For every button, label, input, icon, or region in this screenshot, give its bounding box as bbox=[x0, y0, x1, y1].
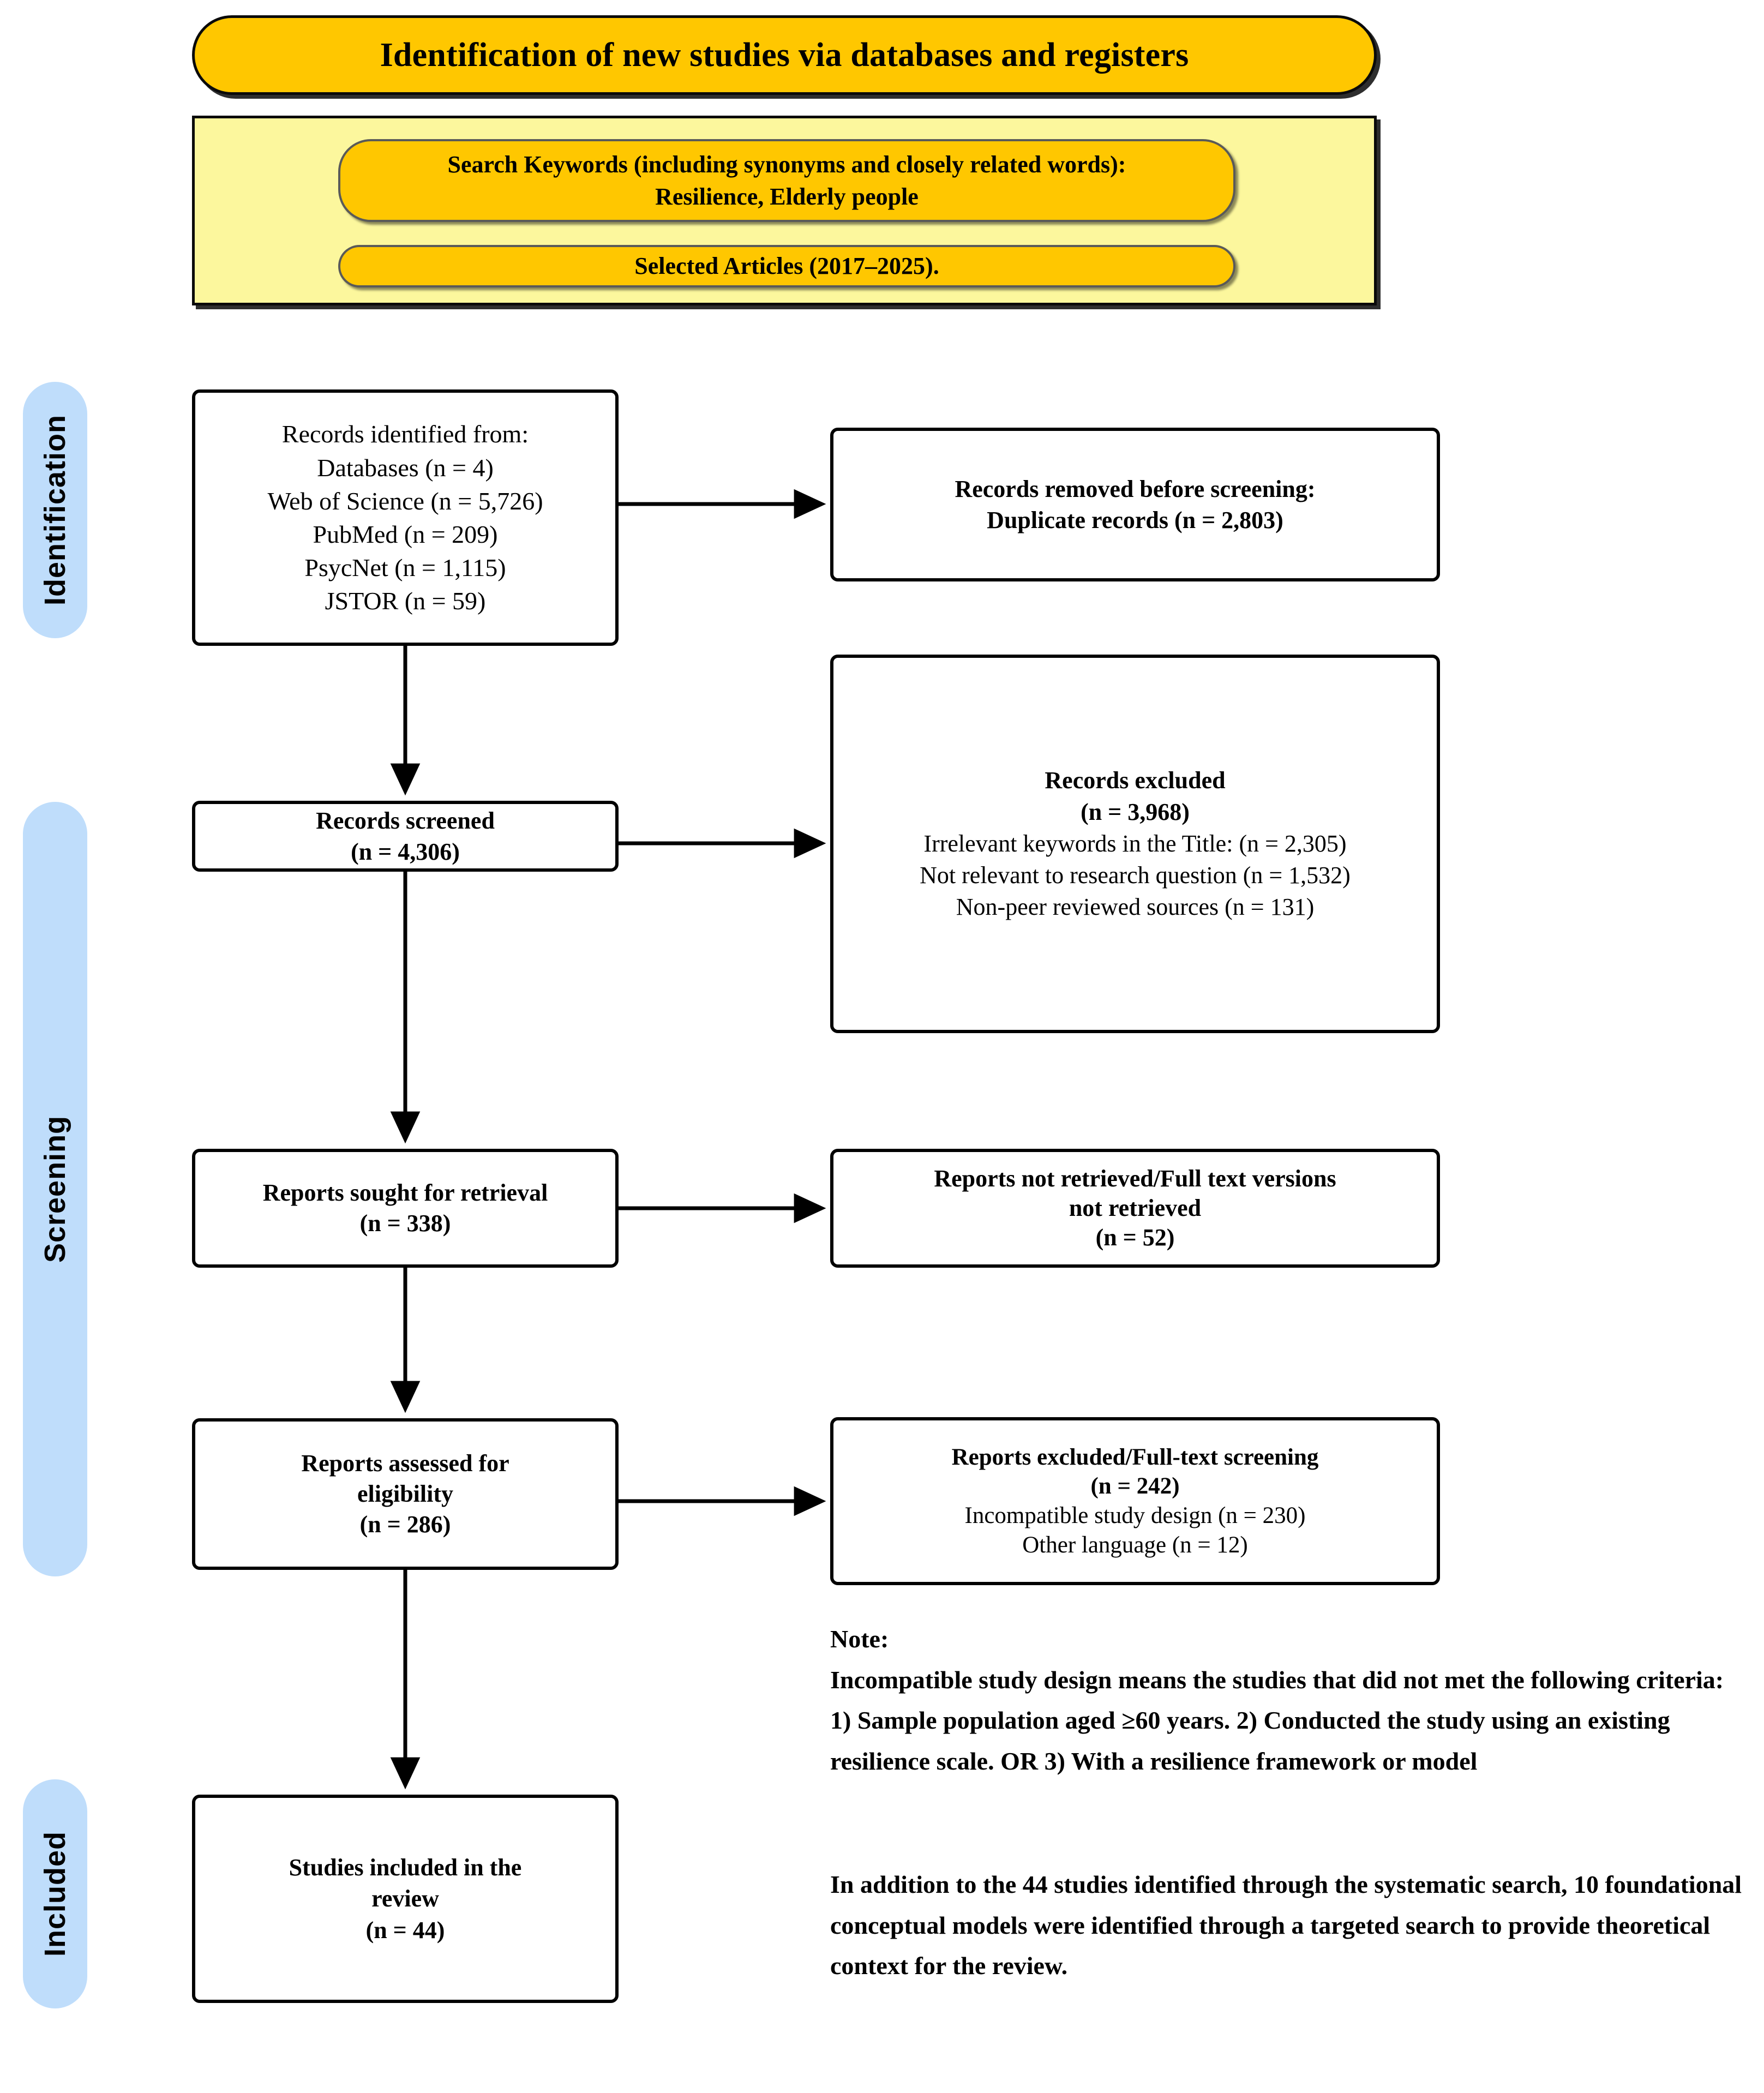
box-reason: Irrelevant keywords in the Title: (n = 2… bbox=[923, 830, 1347, 857]
box-line: Databases (n = 4) bbox=[317, 453, 494, 482]
box-line: Records removed before screening: bbox=[955, 475, 1316, 502]
box-reports-not-retrieved: Reports not retrieved/Full text versions… bbox=[830, 1149, 1440, 1268]
box-line: (n = 4,306) bbox=[351, 838, 460, 865]
box-title: Reports excluded/Full-text screening bbox=[951, 1444, 1319, 1470]
box-reports-excluded-full-text: Reports excluded/Full-text screening (n … bbox=[830, 1417, 1440, 1585]
box-reason: Other language (n = 12) bbox=[1022, 1532, 1248, 1558]
box-reason: Non-peer reviewed sources (n = 131) bbox=[956, 893, 1315, 921]
box-line: Records screened bbox=[316, 807, 495, 834]
box-reason: Incompatible study design (n = 230) bbox=[964, 1503, 1306, 1528]
stage-pill-identification: Identification bbox=[23, 382, 87, 638]
stage-pill-included: Included bbox=[23, 1779, 87, 2008]
note-paragraph-2: In addition to the 44 studies identified… bbox=[830, 1870, 1742, 1980]
box-line: eligibility bbox=[357, 1480, 453, 1507]
box-line: Reports sought for retrieval bbox=[262, 1179, 548, 1206]
selected-articles-label: Selected Articles (2017–2025). bbox=[634, 252, 939, 279]
search-keywords-text: Search Keywords (including synonyms and … bbox=[448, 148, 1126, 213]
box-line: JSTOR (n = 59) bbox=[325, 587, 486, 615]
note-block-criteria: Note: Incompatible study design means th… bbox=[830, 1619, 1742, 1782]
box-line: review bbox=[371, 1885, 439, 1912]
box-reports-sought-for-retrieval: Reports sought for retrieval (n = 338) bbox=[192, 1149, 619, 1268]
box-title: Records excluded bbox=[1045, 766, 1226, 794]
box-line: Duplicate records (n = 2,803) bbox=[987, 507, 1283, 533]
stage-label-screening: Screening bbox=[39, 1115, 71, 1263]
box-records-screened: Records screened (n = 4,306) bbox=[192, 801, 619, 872]
box-line: PubMed (n = 209) bbox=[313, 520, 498, 548]
diagram-title: Identification of new studies via databa… bbox=[380, 36, 1189, 74]
box-line: Reports assessed for bbox=[301, 1449, 509, 1477]
box-line: (n = 44) bbox=[365, 1916, 445, 1944]
box-records-identified: Records identified from: Databases (n = … bbox=[192, 389, 619, 646]
box-line: (n = 52) bbox=[1095, 1224, 1175, 1251]
selected-articles-pill: Selected Articles (2017–2025). bbox=[338, 245, 1235, 287]
box-studies-included-in-review: Studies included in the review (n = 44) bbox=[192, 1795, 619, 2003]
box-line: Studies included in the bbox=[289, 1854, 522, 1881]
box-count: (n = 242) bbox=[1090, 1473, 1180, 1500]
box-records-removed-before-screening: Records removed before screening: Duplic… bbox=[830, 428, 1440, 581]
note-block-additional-models: In addition to the 44 studies identified… bbox=[830, 1864, 1742, 1987]
search-keywords-label: Search Keywords (including synonyms and … bbox=[447, 151, 1126, 178]
search-criteria-panel: Search Keywords (including synonyms and … bbox=[192, 116, 1377, 305]
box-reports-assessed-for-eligibility: Reports assessed for eligibility (n = 28… bbox=[192, 1418, 619, 1570]
box-count: (n = 3,968) bbox=[1081, 798, 1190, 825]
box-records-excluded: Records excluded (n = 3,968) Irrelevant … bbox=[830, 655, 1440, 1033]
box-line: not retrieved bbox=[1069, 1195, 1202, 1222]
stage-label-identification: Identification bbox=[39, 415, 71, 605]
box-line: (n = 338) bbox=[359, 1210, 451, 1237]
diagram-title-banner: Identification of new studies via databa… bbox=[192, 15, 1377, 95]
search-keywords-value: Resilience, Elderly people bbox=[655, 183, 919, 210]
box-line: PsycNet (n = 1,115) bbox=[304, 554, 506, 582]
box-reason: Not relevant to research question (n = 1… bbox=[920, 862, 1351, 889]
stage-label-included: Included bbox=[39, 1831, 71, 1957]
search-keywords-pill: Search Keywords (including synonyms and … bbox=[338, 139, 1235, 222]
note-heading: Note: bbox=[830, 1625, 889, 1653]
box-line: Reports not retrieved/Full text versions bbox=[934, 1165, 1336, 1192]
stage-pill-screening: Screening bbox=[23, 802, 87, 1576]
box-line: (n = 286) bbox=[359, 1511, 451, 1538]
box-line: Records identified from: bbox=[281, 420, 529, 448]
box-line: Web of Science (n = 5,726) bbox=[267, 487, 543, 515]
note-paragraph-1: Incompatible study design means the stud… bbox=[830, 1665, 1724, 1775]
